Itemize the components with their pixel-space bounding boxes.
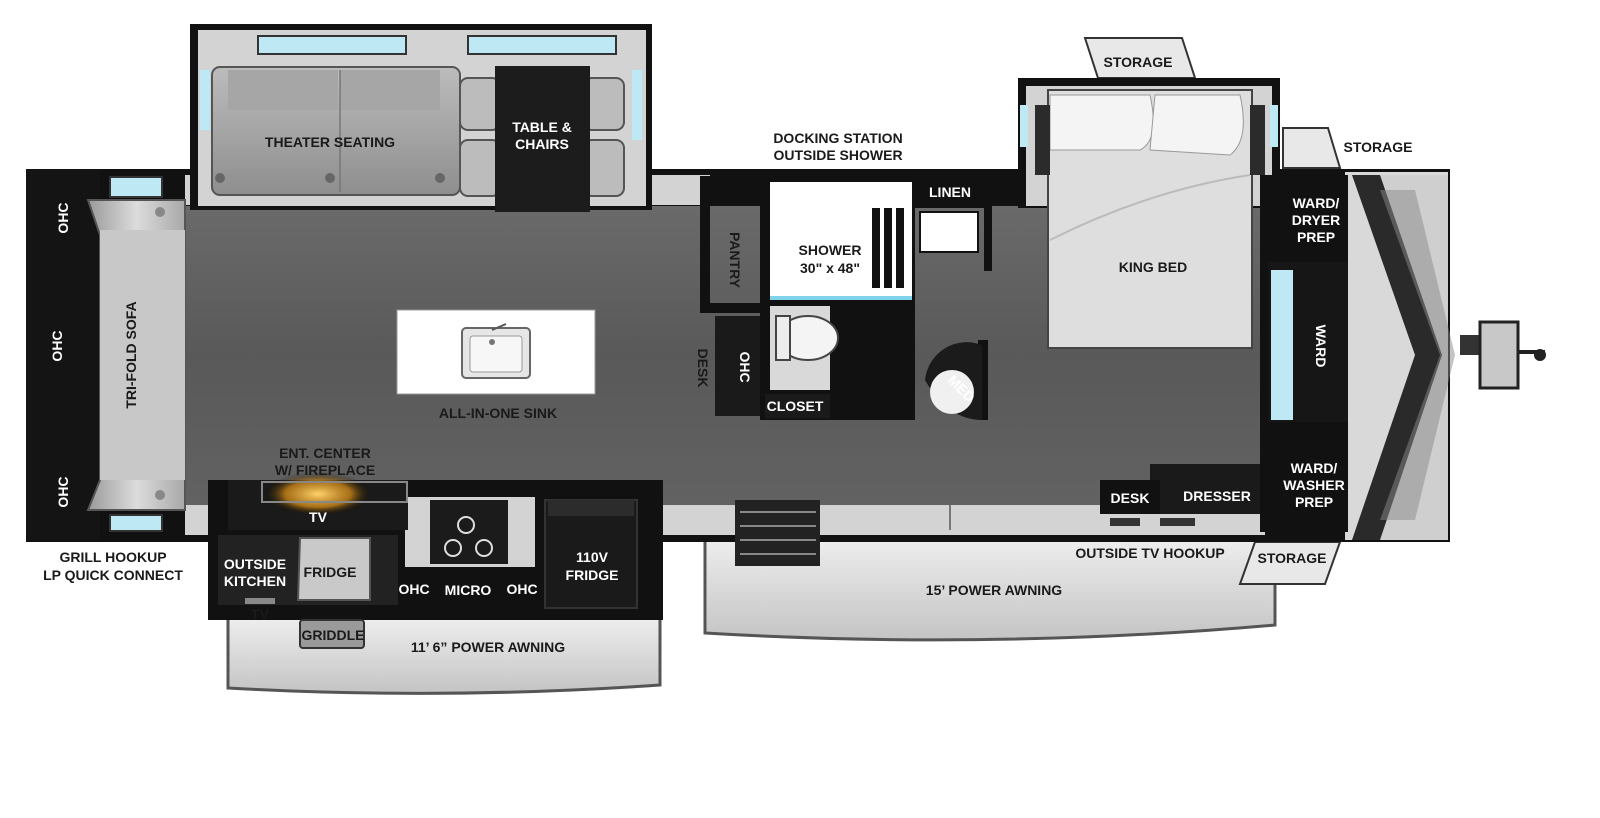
fridge-110-label-2: FRIDGE [566,567,619,583]
ohc-rear-bottom-label: OHC [55,476,71,507]
ohc-left-label: OHC [398,581,429,597]
outside-kitchen-label-1: OUTSIDE [224,556,286,572]
power-awning-11-label: 11’ 6” POWER AWNING [411,639,565,655]
pantry-wall [700,176,760,313]
theater-seating [211,66,461,196]
linen-label: LINEN [929,184,971,200]
fridge-110-label-1: 110V [576,549,609,565]
desk-bed-label: DESK [1111,490,1150,506]
ent-center-label-1: ENT. CENTER [279,445,371,461]
ward-washer-label-2: WASHER [1283,477,1344,493]
king-bed-label: KING BED [1119,259,1187,275]
kitchen-island [396,309,596,395]
table-chairs-label-1: TABLE & [512,119,572,135]
ohc-rear-mid-label: OHC [49,330,65,361]
outside-kitchen [218,535,398,649]
ohc-mid-label: OHC [737,351,753,382]
labels: THEATER SEATING TABLE & CHAIRS DOCKING S… [43,54,1412,655]
griddle-label: GRIDDLE [302,627,365,643]
linen-cabinet [915,176,992,271]
hitch-pin [1460,320,1546,390]
ent-center-label-2: W/ FIREPLACE [275,462,375,478]
tri-fold-sofa [86,199,186,511]
closet-label: CLOSET [767,398,824,414]
pantry-label: PANTRY [727,232,743,289]
ward-washer-label-3: PREP [1295,494,1333,510]
micro-label: MICRO [445,582,492,598]
entertainment-center [228,472,408,530]
table-chairs-label-2: CHAIRS [515,136,569,152]
ward-washer-label-1: WARD/ [1291,460,1338,476]
ward-dryer-label-1: WARD/ [1293,195,1340,211]
outside-tv-hookup-label: OUTSIDE TV HOOKUP [1075,545,1224,561]
storage-front-top-label: STORAGE [1344,139,1413,155]
rear-wall [26,169,163,541]
outside-kitchen-label-2: KITCHEN [224,573,286,589]
grill-hookup-label-1: GRILL HOOKUP [59,549,166,565]
tv-ent-label: TV [309,509,328,525]
med-cabinet [925,340,988,420]
fridge-outside-label: FRIDGE [304,564,357,580]
dresser-desk [1100,464,1260,526]
dresser-label: DRESSER [1183,488,1251,504]
storage-front-top-bay [1282,127,1342,169]
grill-hookup-label-2: LP QUICK CONNECT [43,567,183,583]
storage-front-bottom-label: STORAGE [1258,550,1327,566]
ward-dryer-label-2: DRYER [1292,212,1341,228]
power-awning-15-label: 15’ POWER AWNING [926,582,1063,598]
king-bed [1035,89,1265,349]
entry-steps [735,500,820,566]
shower-label-1: SHOWER [799,242,862,258]
power-awning-15 [703,536,1277,642]
front-wardrobes [1260,175,1348,532]
tv-outside-label: TV [251,606,270,622]
ohc-rear-top-label: OHC [55,202,71,233]
docking-station-label-1: DOCKING STATION [773,130,902,146]
power-awning-11 [226,615,662,695]
desk-mid-label: DESK [695,349,711,388]
bath-block [715,175,915,420]
table-chairs [459,66,625,212]
sink-label: ALL-IN-ONE SINK [439,405,557,421]
ward-label: WARD [1313,325,1329,368]
theater-seating-label: THEATER SEATING [265,134,395,150]
shower-label-2: 30" x 48" [800,260,860,276]
ward-dryer-label-3: PREP [1297,229,1335,245]
storage-top-label: STORAGE [1104,54,1173,70]
ohc-right-label: OHC [506,581,537,597]
trifold-sofa-label: TRI-FOLD SOFA [123,301,139,408]
docking-station-label-2: OUTSIDE SHOWER [773,147,902,163]
